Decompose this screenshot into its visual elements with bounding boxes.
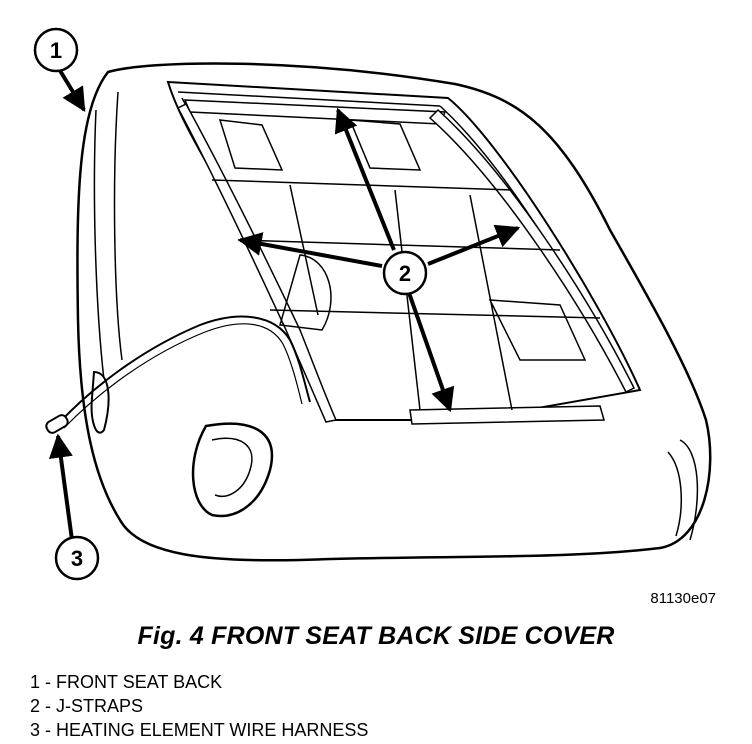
arrow-2-right <box>427 224 521 266</box>
callout-1: 1 <box>33 27 79 73</box>
wire-harness <box>59 315 311 423</box>
left-side-opening-large <box>191 422 274 518</box>
wire-harness-parallel <box>63 323 303 429</box>
legend-label: HEATING ELEMENT WIRE HARNESS <box>56 720 369 740</box>
side-contour-left <box>93 91 123 381</box>
legend-item: 3 - HEATING ELEMENT WIRE HARNESS <box>30 718 368 742</box>
seat-back-illustration: 1 2 3 <box>33 27 712 581</box>
left-side-opening-inner <box>211 437 253 497</box>
legend-item: 2 - J-STRAPS <box>30 694 368 718</box>
legend-separator: - <box>45 696 52 716</box>
right-corner-detail <box>667 439 699 541</box>
arrow-2-top <box>334 107 396 251</box>
left-side-opening-small <box>90 370 110 434</box>
seat-back-outline <box>76 62 712 562</box>
j-strap-channel-bottom <box>409 405 605 425</box>
callout-2: 2 <box>382 250 428 296</box>
arrow-2-bottom <box>406 289 455 413</box>
inner-frame-top-rail <box>177 91 441 107</box>
parts-legend: 1 - FRONT SEAT BACK 2 - J-STRAPS 3 - HEA… <box>30 670 368 742</box>
legend-number: 2 <box>30 696 41 716</box>
legend-label: J-STRAPS <box>56 696 144 716</box>
callout-2-number: 2 <box>399 261 411 286</box>
arrow-2-left <box>237 232 383 268</box>
legend-separator: - <box>45 672 52 692</box>
j-strap-channel-right <box>428 108 636 394</box>
wire-connector <box>45 414 69 434</box>
callout-1-number: 1 <box>50 38 62 63</box>
legend-separator: - <box>45 720 52 740</box>
legend-number: 3 <box>30 720 41 740</box>
arrow-3 <box>48 433 74 541</box>
callout-3-number: 3 <box>71 546 83 571</box>
callout-3: 3 <box>54 535 100 581</box>
legend-label: FRONT SEAT BACK <box>56 672 223 692</box>
figure-id: 81130e07 <box>650 590 716 607</box>
legend-number: 1 <box>30 672 41 692</box>
legend-item: 1 - FRONT SEAT BACK <box>30 670 368 694</box>
figure-caption: Fig. 4 FRONT SEAT BACK SIDE COVER <box>137 622 615 650</box>
